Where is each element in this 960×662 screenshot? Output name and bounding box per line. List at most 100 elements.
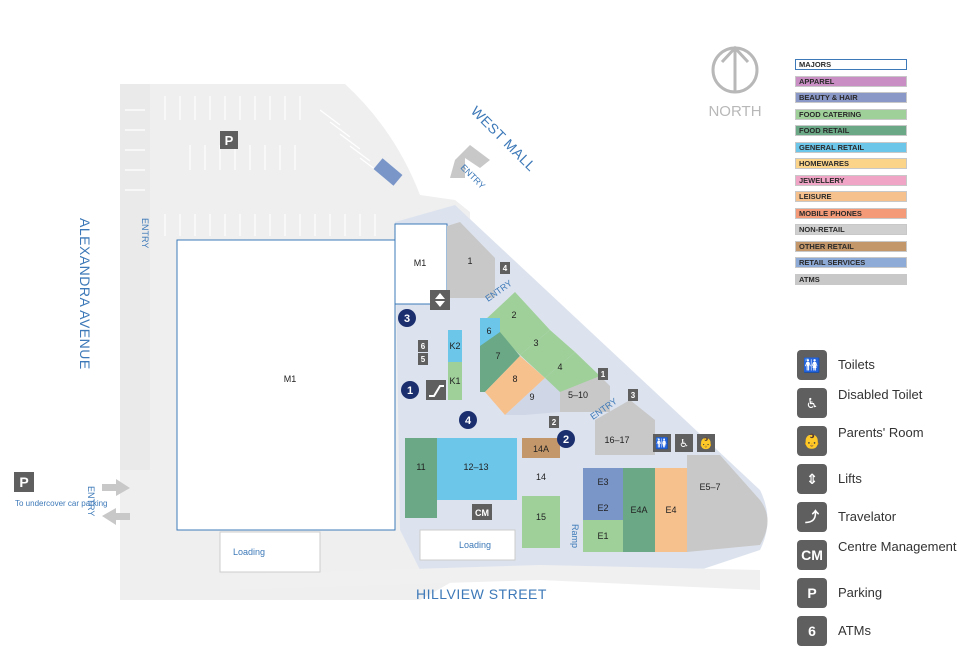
legend-item: LEISURE [795,191,907,202]
unit-11[interactable] [405,438,437,518]
legend-item: MAJORS [795,59,907,70]
marker-1[interactable] [401,381,419,399]
label-e1: E1 [597,531,608,541]
marker-3[interactable] [398,309,416,327]
marker-3-label: 3 [404,313,410,325]
disabled-parking-bay [373,158,403,186]
legend-item: RETAIL SERVICES [795,257,907,268]
key-row: ⇕ Lifts [797,464,957,502]
label-3: 3 [533,338,538,348]
atm-tag-6 [418,340,428,352]
unit-1[interactable] [447,222,495,298]
legend-item: GENERAL RETAIL [795,141,907,153]
legend-item: OTHER RETAIL [795,240,907,252]
legend-item: MOBILE PHONES [795,207,907,219]
legend-item: APPAREL [795,75,907,87]
lift-icon-arrows [435,293,445,307]
loading-area-right [419,529,516,561]
entry-label-carpark: ENTRY [140,218,150,248]
key-label: Disabled Toilet [838,387,923,402]
marker-4-label: 4 [465,415,472,427]
amenity-key: 🚻Toilets♿Disabled Toilet👶Parents' Room⇕L… [797,350,957,654]
unit-2[interactable] [485,292,550,355]
unit-m1-big[interactable] [176,239,396,531]
key-label: ATMs [838,623,871,638]
unit-e4a[interactable] [623,468,655,552]
label-m1-small: M1 [414,258,427,268]
unit-9[interactable] [505,378,560,415]
street-hillview: HILLVIEW STREET [416,586,547,602]
unit-e5-7[interactable] [687,455,768,552]
unit-7[interactable] [480,332,520,392]
label-14a: 14A [533,444,549,454]
atm-tag-5-label: 5 [421,355,426,364]
hillview-strip [220,565,760,590]
legend-item: ATMS [795,273,907,285]
parking-icon-left-label: P [19,474,28,490]
unit-12-13[interactable] [437,438,517,500]
unit-e3[interactable] [583,468,623,494]
atm-tag-4 [500,262,510,274]
unit-4[interactable] [545,352,600,402]
atm-icon: 6 [797,616,827,646]
ramp-label: Ramp [570,524,580,548]
disabled-toilet-icon-map [675,434,693,452]
unit-k1[interactable] [448,362,462,400]
marker-2[interactable] [557,430,575,448]
unit-e1[interactable] [583,520,623,552]
toilets-icon: 🚻 [797,350,827,380]
marker-1-label: 1 [407,385,413,397]
key-label: Toilets [838,357,875,372]
disabled-toilet-icon: ♿ [797,388,827,418]
unit-14a[interactable] [522,438,560,458]
parking-icon-top [220,131,238,149]
loading-area-left [219,531,321,573]
unit-e4[interactable] [655,468,687,552]
loading-label-left: Loading [233,547,265,557]
toilets-glyph-map: 🚻 [655,437,669,450]
label-1: 1 [467,256,472,266]
unit-e2[interactable] [583,494,623,520]
street-alexandra: ALEXANDRA AVENUE [77,218,93,370]
entry-label-left: ENTRY [86,486,96,516]
unit-k2[interactable] [448,330,462,362]
atm-tag-1 [598,368,608,380]
legend-item: HOMEWARES [795,158,907,169]
label-8: 8 [512,374,517,384]
unit-14[interactable] [522,458,560,496]
unit-8[interactable] [485,356,545,415]
marker-2-label: 2 [563,434,569,446]
north-compass [711,45,759,94]
marker-group: 1 2 3 4 [398,309,575,448]
label-e5-7: E5–7 [699,482,720,492]
label-e4: E4 [665,505,676,515]
unit-3[interactable] [520,330,575,378]
entry-arrow-left-out [102,508,130,525]
key-label: Lifts [838,471,862,486]
label-e4a: E4A [630,505,647,515]
label-9: 9 [529,392,534,402]
lifts-icon: ⇕ [797,464,827,494]
label-12-13: 12–13 [463,462,488,472]
travelator-icon-shape [429,385,444,397]
unit-5-10[interactable] [560,376,610,412]
unit-15[interactable] [522,496,560,548]
legend-item: BEAUTY & HAIR [795,92,907,103]
entry-arrow-west [450,145,490,178]
parking-icon-left [14,472,34,492]
atm-tag-6-label: 6 [421,342,426,351]
unit-16-17[interactable] [595,400,655,455]
undercover-label: To undercover car parking [15,499,108,508]
key-label: Parking [838,585,883,600]
loading-label-right: Loading [459,540,491,550]
entry-arrow-left-in [102,479,130,496]
label-k2: K2 [449,341,460,351]
cm-icon [472,504,492,520]
legend-item: FOOD RETAIL [795,125,907,136]
marker-4[interactable] [459,411,477,429]
key-row: ♿ Disabled Toilet [797,388,957,426]
label-5-10: 5–10 [568,390,588,400]
label-7: 7 [495,351,500,361]
